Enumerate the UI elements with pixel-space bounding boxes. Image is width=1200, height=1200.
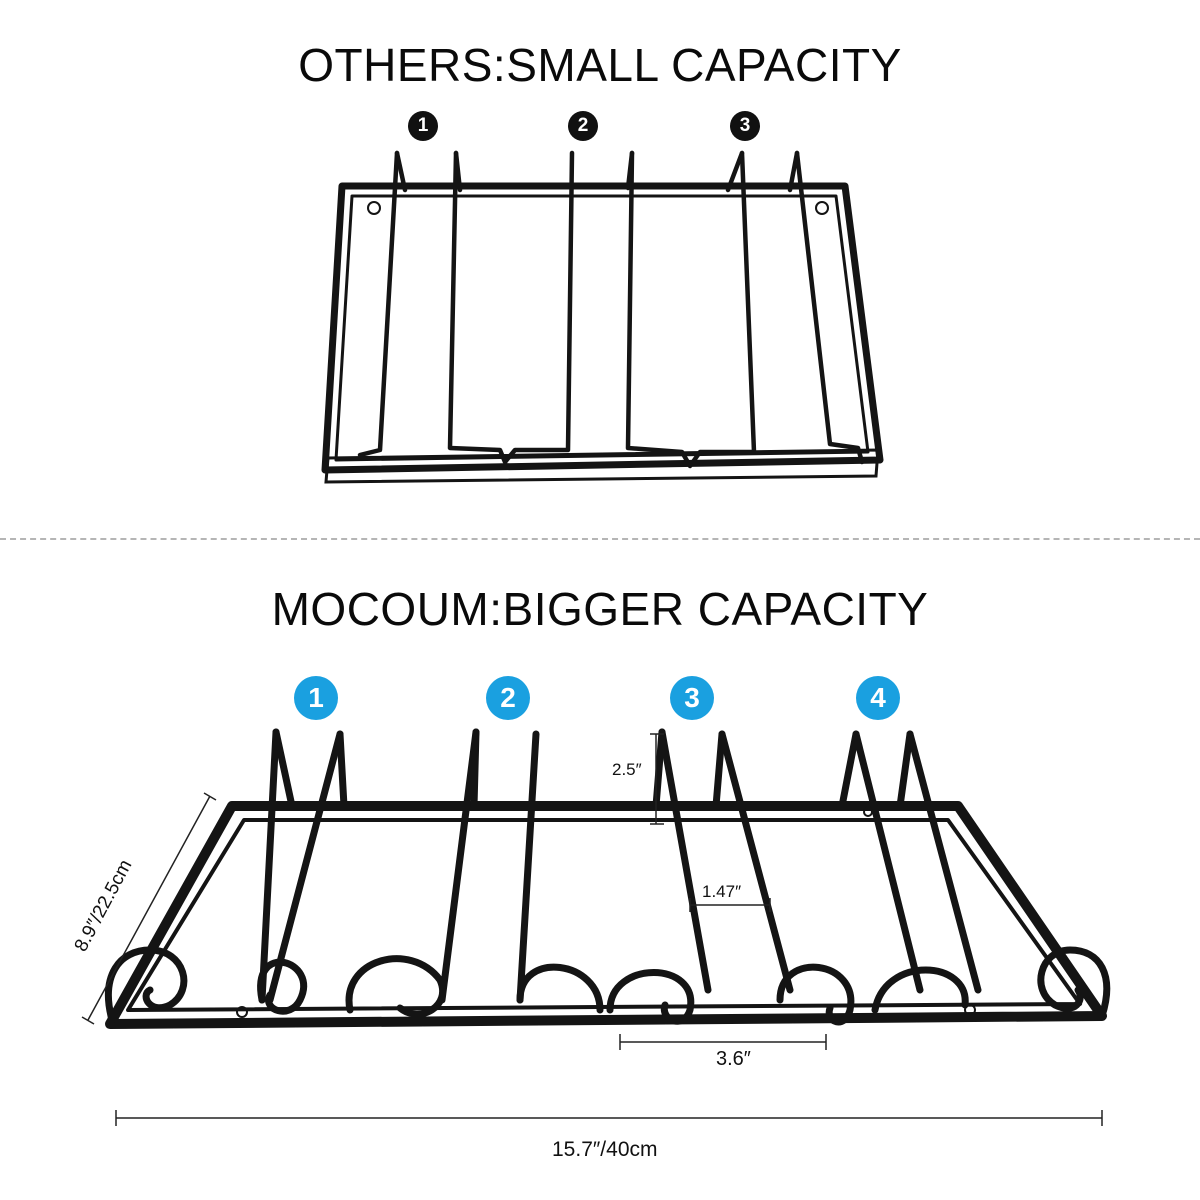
mocoum-slot-4-badge: 4 — [856, 676, 900, 720]
mocoum-slot-3-badge: 3 — [670, 676, 714, 720]
mocoum-slot-1-badge: 1 — [294, 676, 338, 720]
mocoum-slot-2-badge: 2 — [486, 676, 530, 720]
others-slot-1-badge: 1 — [408, 111, 438, 141]
width-label: 15.7″/40cm — [552, 1138, 658, 1162]
others-slot-2-badge: 2 — [568, 111, 598, 141]
mocoum-heading: MOCOUM:BIGGER CAPACITY — [271, 583, 929, 635]
small-rack-illustration — [321, 150, 884, 484]
others-heading: OTHERS:SMALL CAPACITY — [298, 39, 902, 91]
dashed-divider — [0, 538, 1200, 540]
prong-height-label: 2.5″ — [612, 760, 642, 780]
slot-width-label: 3.6″ — [716, 1048, 751, 1071]
rail-spacing-label: 1.47″ — [702, 882, 742, 902]
others-slot-3-badge: 3 — [730, 111, 760, 141]
